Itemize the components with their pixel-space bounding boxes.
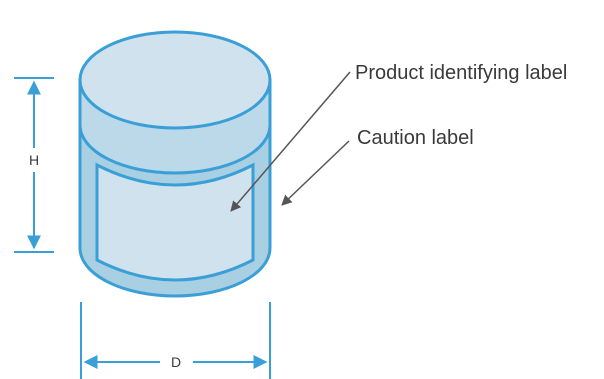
- caution-label-text: Caution label: [357, 127, 474, 149]
- diameter-label: D: [171, 354, 181, 370]
- diameter-dimension: D: [80, 302, 271, 379]
- container-body: [78, 30, 272, 298]
- height-dimension: H: [14, 77, 54, 253]
- caution-label-callout: Caution label: [281, 127, 474, 206]
- product-label-text: Product identifying label: [355, 62, 567, 84]
- container-lid: [78, 30, 272, 130]
- height-label: H: [29, 152, 39, 168]
- caution-label-leader: [281, 140, 350, 206]
- product-label-leader: [230, 71, 351, 212]
- product-label-callout: Product identifying label: [230, 62, 567, 212]
- caution-label-panel: [95, 162, 255, 282]
